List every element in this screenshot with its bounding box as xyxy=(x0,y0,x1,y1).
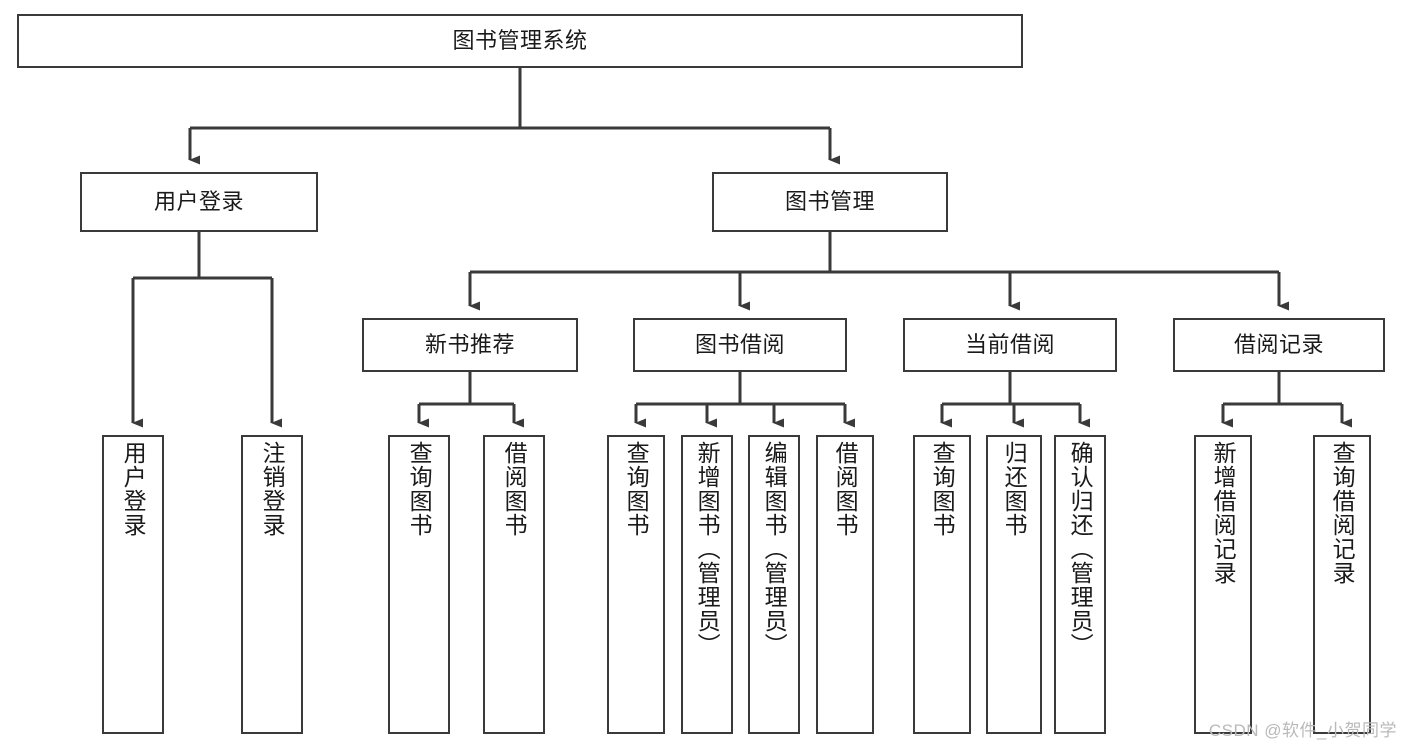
edges-root-to-level2 xyxy=(188,68,840,165)
node-root[interactable]: 图书管理系统 xyxy=(17,14,1023,68)
node-leaf-logout-label: 注销登录 xyxy=(259,441,286,537)
edges-new-book-recommend-to-leaves xyxy=(417,372,524,428)
node-new-book-recommend-label: 新书推荐 xyxy=(424,331,515,357)
node-leaf-query-book-current-label: 查询图书 xyxy=(929,441,956,537)
node-leaf-confirm-return-label: 确认归还（管理员） xyxy=(1067,441,1094,657)
node-leaf-add-borrow-record-label: 新增借阅记录 xyxy=(1210,441,1237,585)
edges-user-login-to-leaves xyxy=(131,232,282,428)
node-leaf-query-book-current[interactable]: 查询图书 xyxy=(913,435,971,734)
node-user-login-label: 用户登录 xyxy=(153,188,244,214)
node-leaf-query-book-borrow[interactable]: 查询图书 xyxy=(607,435,665,734)
node-book-borrow[interactable]: 图书借阅 xyxy=(633,318,847,372)
node-leaf-user-login[interactable]: 用户登录 xyxy=(102,435,164,734)
node-leaf-query-book-recommend[interactable]: 查询图书 xyxy=(388,435,450,734)
node-leaf-edit-book[interactable]: 编辑图书（管理员） xyxy=(748,435,800,734)
node-borrow-record[interactable]: 借阅记录 xyxy=(1173,318,1385,372)
node-book-borrow-label: 图书借阅 xyxy=(694,331,785,357)
node-user-login[interactable]: 用户登录 xyxy=(80,172,318,232)
node-leaf-user-login-label: 用户登录 xyxy=(120,441,147,537)
node-leaf-borrow-book[interactable]: 借阅图书 xyxy=(816,435,874,734)
node-book-management[interactable]: 图书管理 xyxy=(712,172,948,232)
node-leaf-query-book-borrow-label: 查询图书 xyxy=(623,441,650,537)
edges-current-borrow-to-leaves xyxy=(940,372,1090,428)
node-leaf-add-book[interactable]: 新增图书（管理员） xyxy=(681,435,733,734)
node-leaf-query-book-recommend-label: 查询图书 xyxy=(406,441,433,537)
node-borrow-record-label: 借阅记录 xyxy=(1233,331,1324,357)
node-leaf-borrow-book-recommend-label: 借阅图书 xyxy=(501,441,528,537)
node-leaf-return-book[interactable]: 归还图书 xyxy=(986,435,1042,734)
node-leaf-add-borrow-record[interactable]: 新增借阅记录 xyxy=(1194,435,1252,734)
node-leaf-borrow-book-label: 借阅图书 xyxy=(832,441,859,537)
node-leaf-return-book-label: 归还图书 xyxy=(1001,441,1028,537)
node-leaf-query-borrow-record[interactable]: 查询借阅记录 xyxy=(1313,435,1371,734)
edges-borrow-record-to-leaves xyxy=(1221,372,1352,428)
watermark-text: CSDN @软件_小贺同学 xyxy=(1208,721,1397,740)
edges-book-management-to-level3 xyxy=(468,232,1289,311)
edges-book-borrow-to-leaves xyxy=(634,372,855,428)
node-current-borrow[interactable]: 当前借阅 xyxy=(903,318,1117,372)
node-leaf-borrow-book-recommend[interactable]: 借阅图书 xyxy=(483,435,545,734)
node-leaf-confirm-return[interactable]: 确认归还（管理员） xyxy=(1054,435,1106,734)
node-leaf-add-book-label: 新增图书（管理员） xyxy=(694,441,721,657)
node-leaf-logout[interactable]: 注销登录 xyxy=(241,435,303,734)
node-root-label: 图书管理系统 xyxy=(452,27,588,53)
node-current-borrow-label: 当前借阅 xyxy=(964,331,1055,357)
node-leaf-edit-book-label: 编辑图书（管理员） xyxy=(761,441,788,657)
node-book-management-label: 图书管理 xyxy=(784,188,875,214)
node-leaf-query-borrow-record-label: 查询借阅记录 xyxy=(1329,441,1356,585)
node-new-book-recommend[interactable]: 新书推荐 xyxy=(362,318,578,372)
